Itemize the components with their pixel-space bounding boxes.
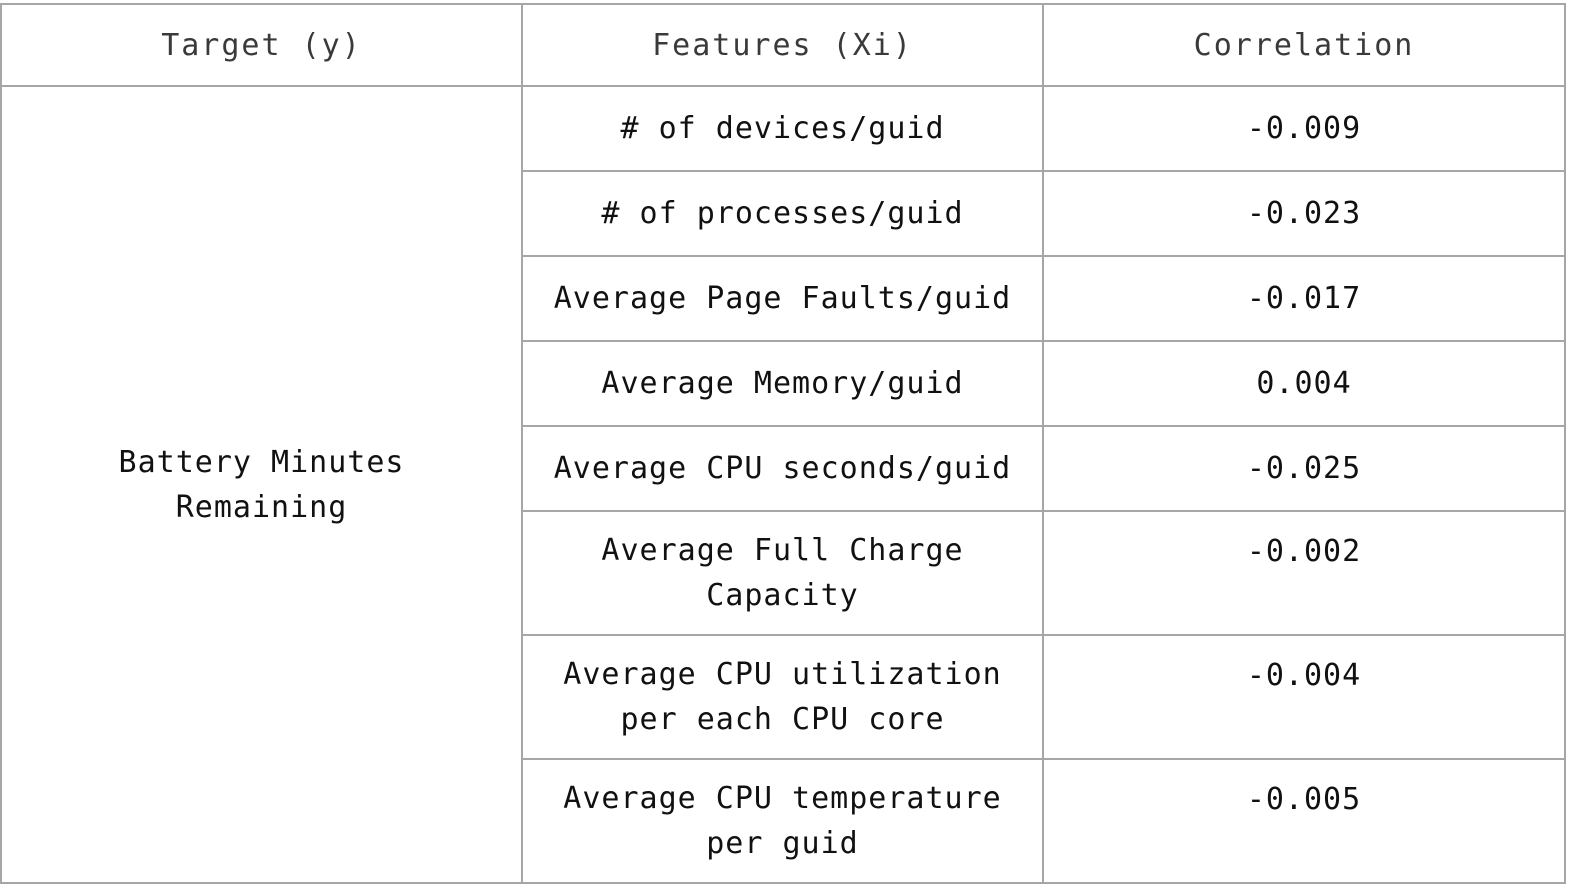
correlation-cell: -0.017 [1042, 255, 1566, 342]
correlation-cell: -0.023 [1042, 170, 1566, 257]
feature-text: Average CPU utilization per each CPU cor… [563, 657, 1002, 737]
correlation-cell: -0.025 [1042, 425, 1566, 512]
table-row: Average CPU seconds/guid -0.025 [1, 425, 1566, 512]
correlation-cell: -0.002 [1042, 510, 1566, 636]
header-target: Target (y) [0, 3, 523, 87]
table-row: Average Full Charge Capacity -0.002 [1, 510, 1566, 636]
correlation-cell: -0.005 [1042, 758, 1566, 884]
feature-text: Average CPU temperature per guid [563, 781, 1002, 861]
target-cell: Battery Minutes Remaining [0, 85, 523, 884]
table-row: Battery Minutes Remaining # of devices/g… [0, 85, 1566, 884]
feature-cell: # of processes/guid [521, 170, 1044, 257]
feature-cell: Average Full Charge Capacity [521, 510, 1044, 636]
table-row: Average Memory/guid 0.004 [1, 340, 1566, 427]
feature-text: Average Full Charge Capacity [601, 533, 964, 613]
table-row: Average Page Faults/guid -0.017 [1, 255, 1566, 342]
correlation-cell: -0.009 [1042, 85, 1566, 172]
header-correlation: Correlation [1042, 3, 1566, 87]
feature-cell: Average CPU temperature per guid [521, 758, 1044, 884]
table-row: Average CPU utilization per each CPU cor… [1, 634, 1566, 760]
feature-cell: Average Page Faults/guid [521, 255, 1044, 342]
header-row: Target (y) Features (Xi) Correlation [0, 3, 1566, 87]
feature-cell: Average CPU utilization per each CPU cor… [521, 634, 1044, 760]
correlation-table: Target (y) Features (Xi) Correlation Bat… [0, 3, 1566, 884]
feature-cell: # of devices/guid [521, 85, 1044, 172]
feature-cell: Average CPU seconds/guid [521, 425, 1044, 512]
correlation-cell: 0.004 [1042, 340, 1566, 427]
correlation-cell: -0.004 [1042, 634, 1566, 760]
table-row: # of processes/guid -0.023 [1, 170, 1566, 257]
feature-cell: Average Memory/guid [521, 340, 1044, 427]
target-label: Battery Minutes Remaining [118, 444, 405, 525]
table-row: Average CPU temperature per guid -0.005 [1, 758, 1566, 884]
header-features: Features (Xi) [521, 3, 1044, 87]
